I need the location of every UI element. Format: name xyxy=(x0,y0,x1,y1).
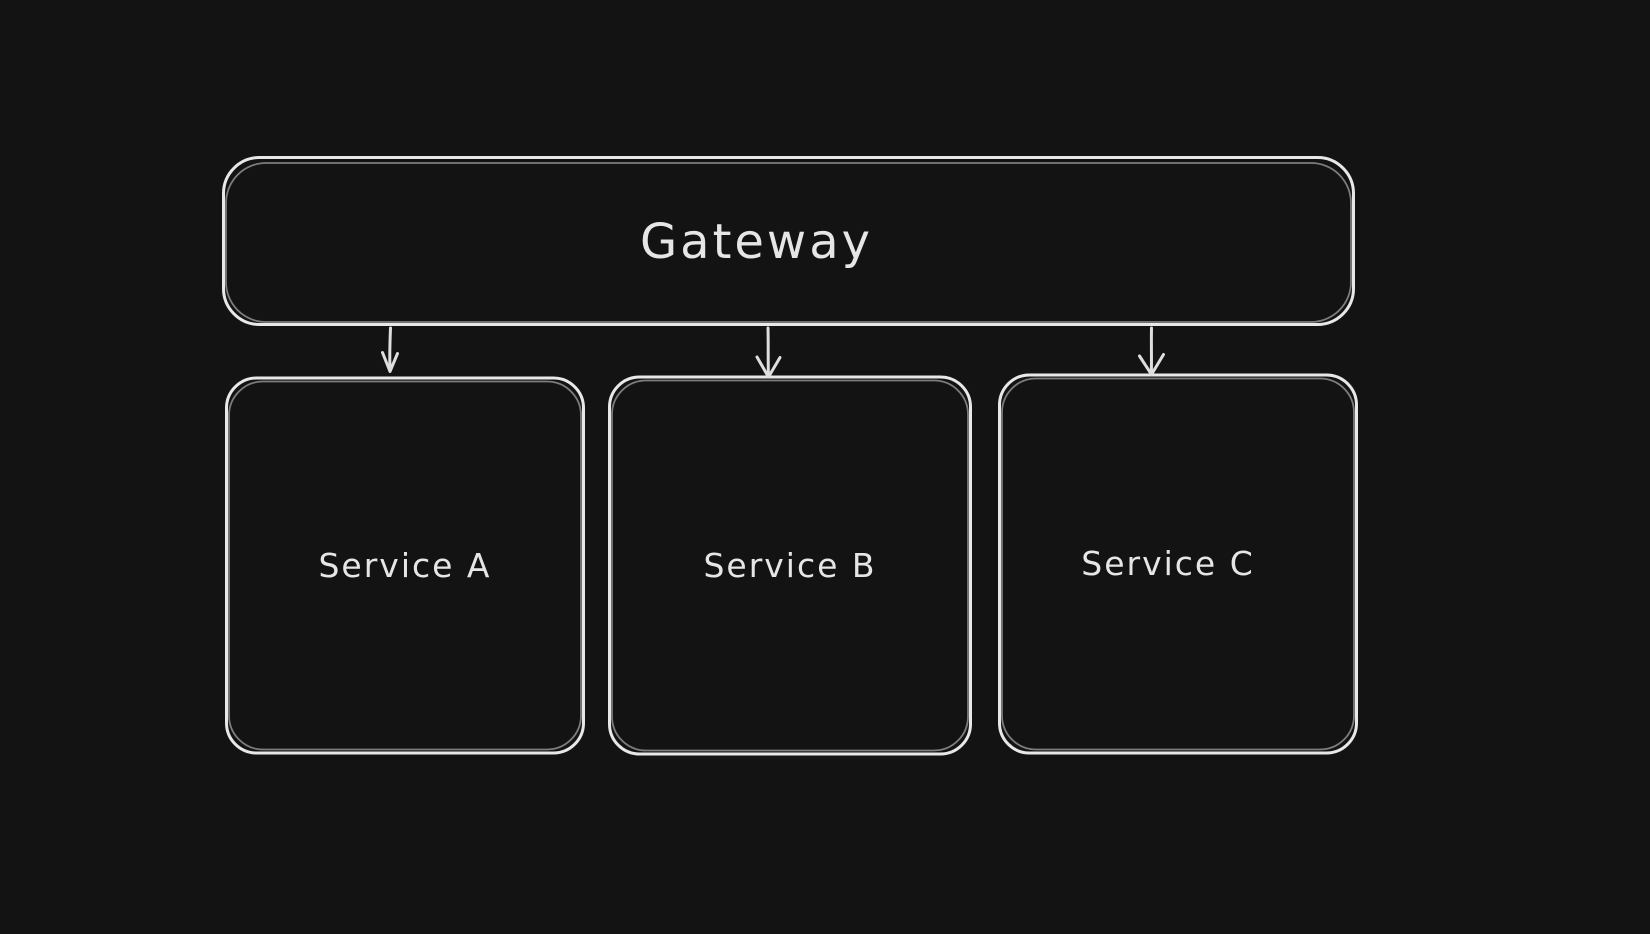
gateway-box[interactable] xyxy=(222,156,1355,326)
service-c-box[interactable] xyxy=(998,373,1358,755)
service-b-box[interactable] xyxy=(608,375,972,756)
arrow-gateway-to-service-c[interactable] xyxy=(1138,326,1165,376)
arrow-gateway-to-service-a[interactable] xyxy=(381,326,399,373)
arrow-gateway-to-service-b[interactable] xyxy=(755,326,782,379)
service-a-box[interactable] xyxy=(225,376,585,755)
